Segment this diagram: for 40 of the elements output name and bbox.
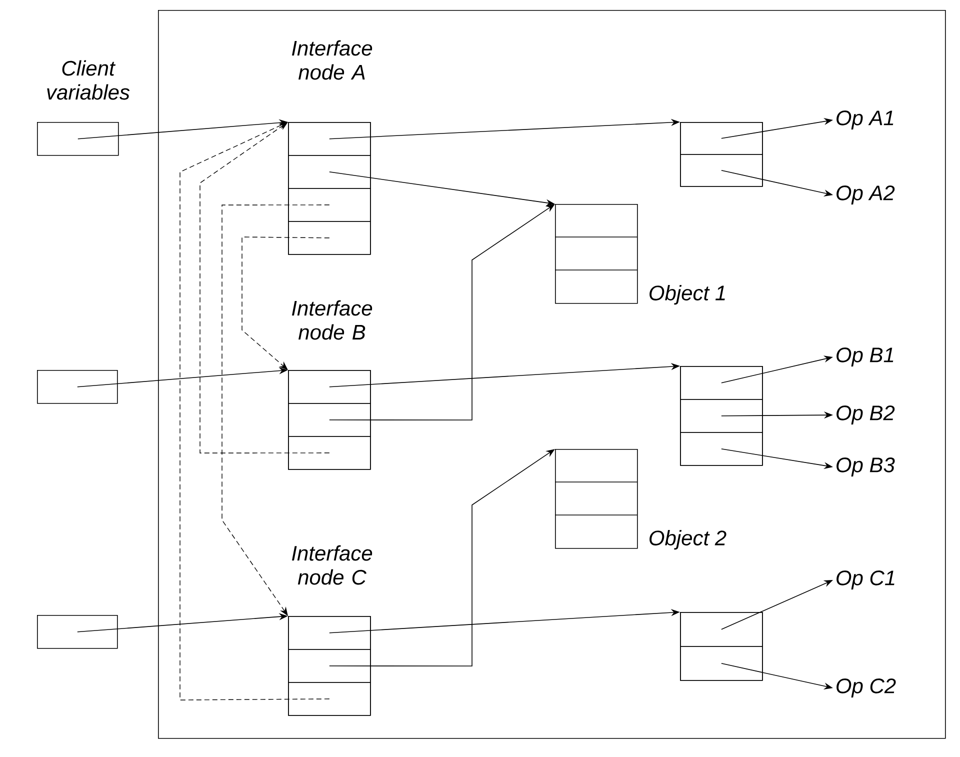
- node-label: Object 2: [650, 530, 726, 550]
- node-label: Client variables: [47, 60, 130, 100]
- table-row: [680, 154, 763, 187]
- table-row: [680, 646, 763, 681]
- operation-label: Op C1: [836, 570, 894, 590]
- table-row: [288, 188, 371, 222]
- operation-label: Op A1: [836, 110, 894, 130]
- table-row: [288, 221, 371, 255]
- operation-label: Op C2: [836, 678, 896, 698]
- object-table: Object 2: [554, 449, 726, 550]
- table-row: [288, 682, 371, 716]
- table-row: [288, 155, 371, 189]
- arrow: [200, 122, 330, 454]
- table-row: [288, 370, 371, 404]
- table-row: [680, 432, 763, 466]
- operation-label: Op A2: [836, 186, 895, 205]
- table-row: [288, 616, 371, 650]
- node-label: Object 1: [650, 285, 725, 305]
- table-row: [680, 366, 763, 400]
- arrow: [222, 204, 330, 616]
- table-row: [288, 649, 371, 683]
- arrow: [242, 236, 330, 370]
- table-row: [680, 399, 763, 433]
- arrow: [180, 122, 330, 700]
- node-label: Interface node B: [292, 300, 372, 340]
- frame-box: [158, 10, 946, 739]
- operation-label: Op B1: [836, 348, 894, 367]
- table-row: [680, 612, 763, 647]
- operation-label: Op B2: [836, 406, 895, 425]
- object-table: Object 1: [554, 204, 725, 305]
- table-row: [288, 436, 371, 470]
- node-label: Interface node A: [292, 40, 372, 80]
- table-row: [288, 122, 371, 156]
- table-row: [680, 122, 763, 155]
- variable-box: Client variables: [37, 60, 130, 156]
- operation-label: Op B3: [836, 458, 895, 477]
- variable-box: [37, 370, 118, 404]
- variable-box: [37, 615, 118, 649]
- table-row: [288, 403, 371, 437]
- node-label: Interface node C: [292, 545, 372, 585]
